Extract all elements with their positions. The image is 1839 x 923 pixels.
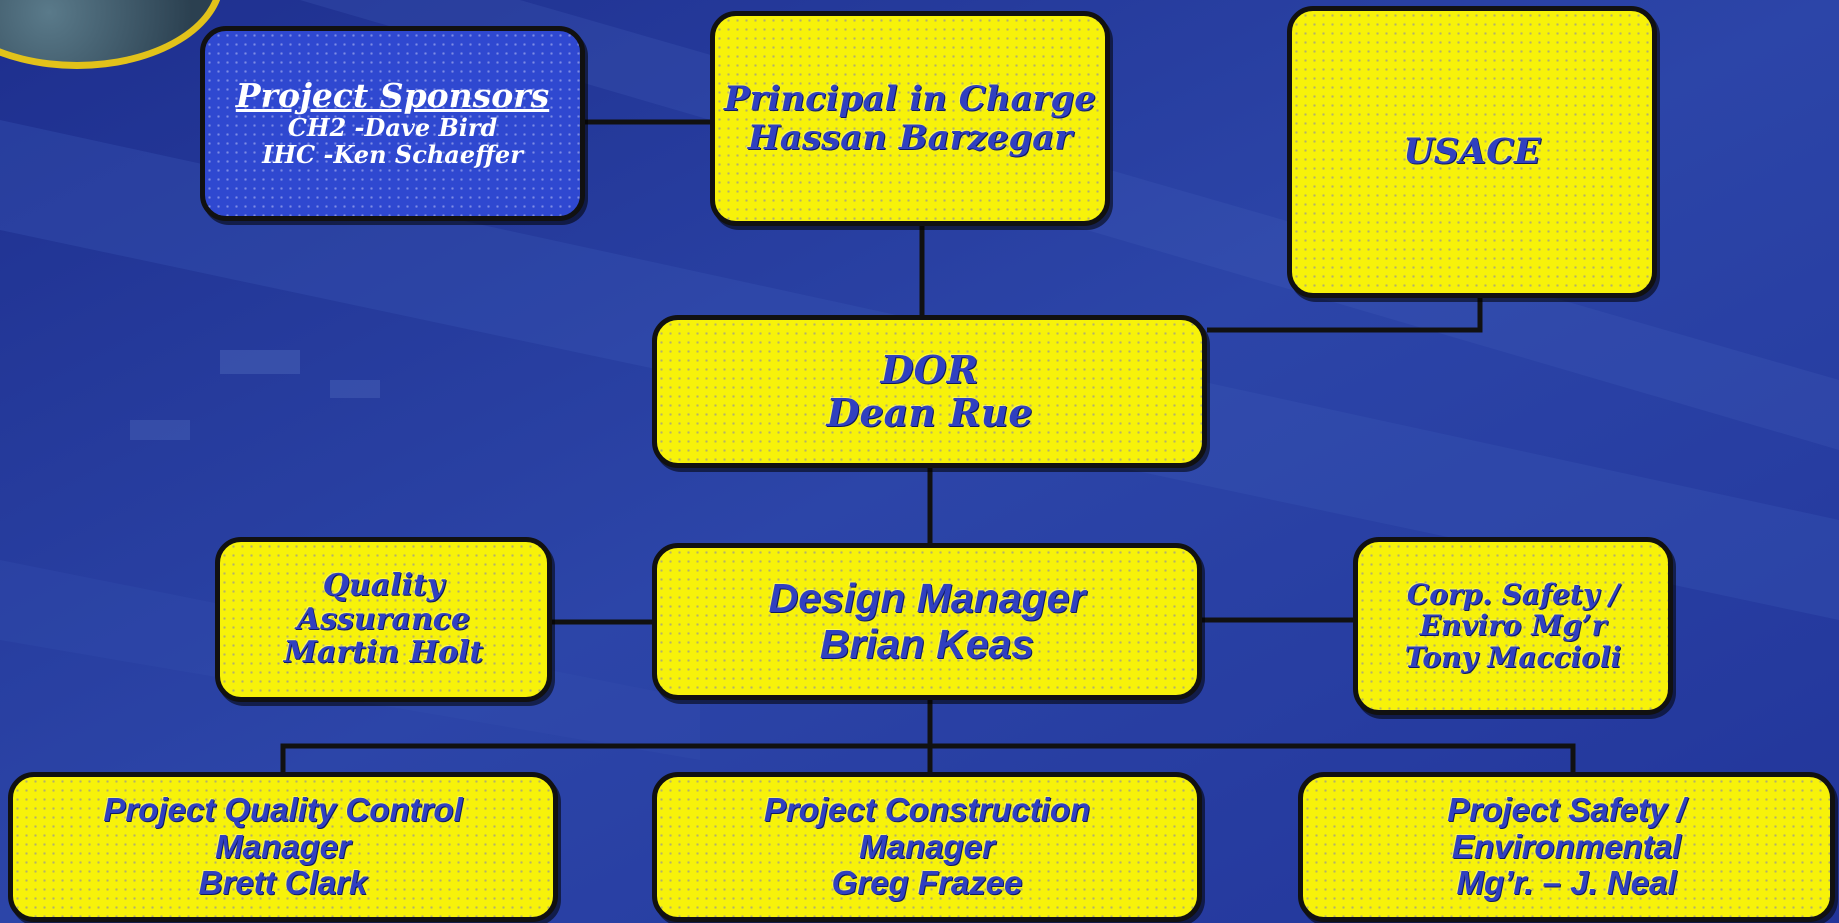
pse-name: Mg’r. – J. Neal — [1456, 864, 1677, 902]
quality-assurance-box: Quality Assurance Martin Holt — [215, 537, 552, 702]
qa-line1: Quality — [322, 568, 445, 604]
dor-name: Dean Rue — [826, 389, 1033, 435]
principal-name: Hassan Barzegar — [747, 117, 1073, 158]
pqc-name: Brett Clark — [198, 864, 368, 902]
qa-name: Martin Holt — [283, 635, 484, 671]
principal-in-charge-box: Principal in Charge Hassan Barzegar — [710, 11, 1110, 226]
qa-line2: Assurance — [296, 601, 471, 637]
pcm-line2: Manager — [859, 827, 995, 865]
sponsors-title: Project Sponsors — [235, 76, 550, 116]
design-name: Brian Keas — [819, 620, 1035, 667]
usace-dor-connector — [1207, 298, 1483, 333]
corp-safety-line2: Enviro Mg’r — [1419, 609, 1607, 643]
pcm-line1: Project Construction — [763, 790, 1091, 828]
sponsor-ch2: CH2 -Dave Bird — [287, 113, 498, 143]
design-title: Design Manager — [768, 574, 1086, 621]
corp-safety-name: Tony Maccioli — [1404, 640, 1622, 674]
project-safety-environmental-box: Project Safety / Environmental Mg’r. – J… — [1298, 772, 1835, 922]
pqc-line2: Manager — [215, 827, 351, 865]
usace-label: USACE — [1403, 131, 1541, 173]
pcm-name: Greg Frazee — [831, 864, 1023, 902]
project-quality-control-box: Project Quality Control Manager Brett Cl… — [8, 772, 558, 922]
principal-title: Principal in Charge — [724, 79, 1096, 120]
dor-box: DOR Dean Rue — [652, 315, 1207, 468]
corp-safety-line1: Corp. Safety / — [1406, 577, 1620, 611]
project-construction-box: Project Construction Manager Greg Frazee — [652, 772, 1202, 922]
project-sponsors-box: Project Sponsors CH2 -Dave Bird IHC -Ken… — [200, 26, 585, 221]
sponsor-ihc: IHC -Ken Schaeffer — [262, 139, 523, 169]
pqc-line1: Project Quality Control — [103, 790, 463, 828]
pse-line2: Environmental — [1451, 827, 1682, 865]
design-manager-box: Design Manager Brian Keas — [652, 543, 1202, 700]
dor-title: DOR — [880, 346, 979, 392]
corp-safety-box: Corp. Safety / Enviro Mg’r Tony Maccioli — [1353, 537, 1673, 715]
usace-box: USACE — [1287, 6, 1657, 298]
pse-line1: Project Safety / — [1447, 790, 1686, 828]
